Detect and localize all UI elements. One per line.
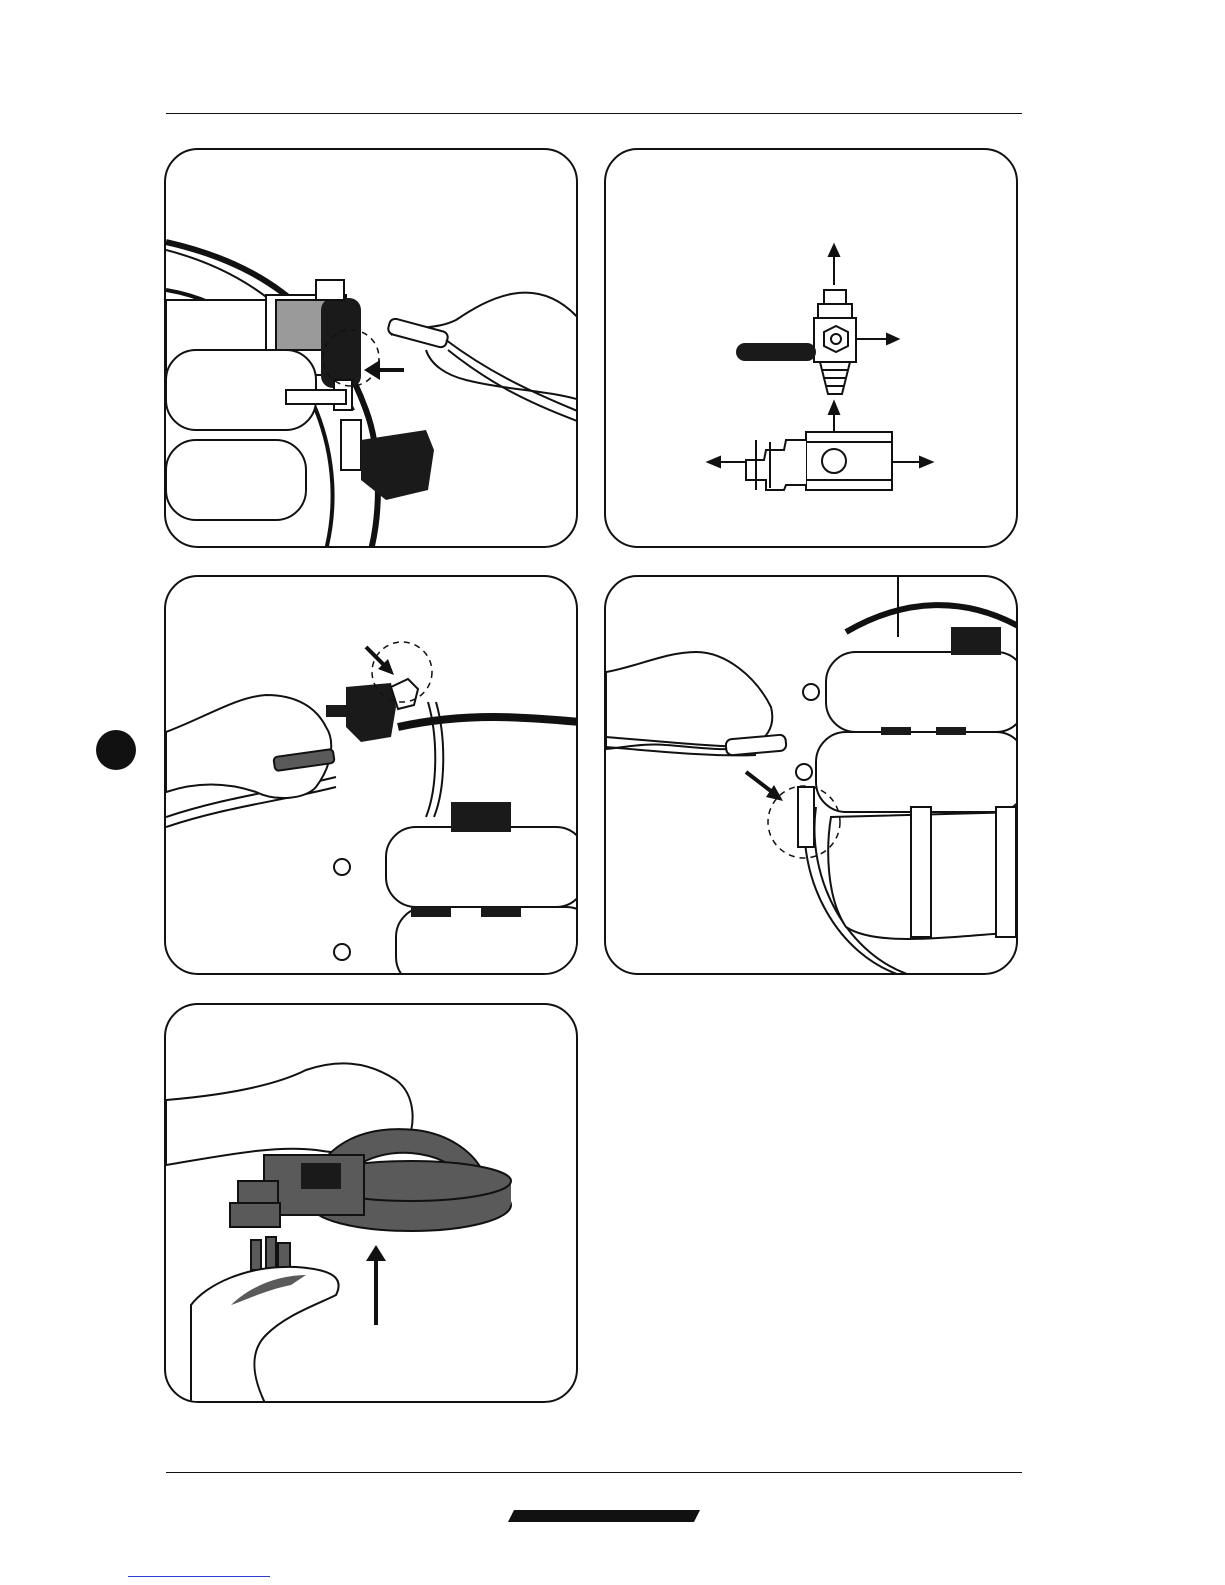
filter-housing-tube-insert-illustration — [606, 577, 1018, 975]
step-panel-3 — [164, 575, 578, 975]
page-marker-dot — [96, 730, 136, 770]
step-panel-1 — [164, 148, 578, 548]
brand-logo-bar — [508, 1510, 700, 1522]
bottom-link-underline — [128, 1576, 270, 1577]
filter-tubing-connect-illustration — [166, 150, 578, 548]
step-panel-5 — [164, 1003, 578, 1403]
step-panel-4 — [604, 575, 1018, 975]
footer-rule — [166, 1472, 1022, 1473]
tank-valve-attach-illustration — [166, 1005, 578, 1403]
feed-valve-diagram-illustration — [606, 150, 1018, 548]
valve-tube-insert-illustration — [166, 577, 578, 975]
header-rule — [166, 113, 1022, 114]
step-panel-2 — [604, 148, 1018, 548]
